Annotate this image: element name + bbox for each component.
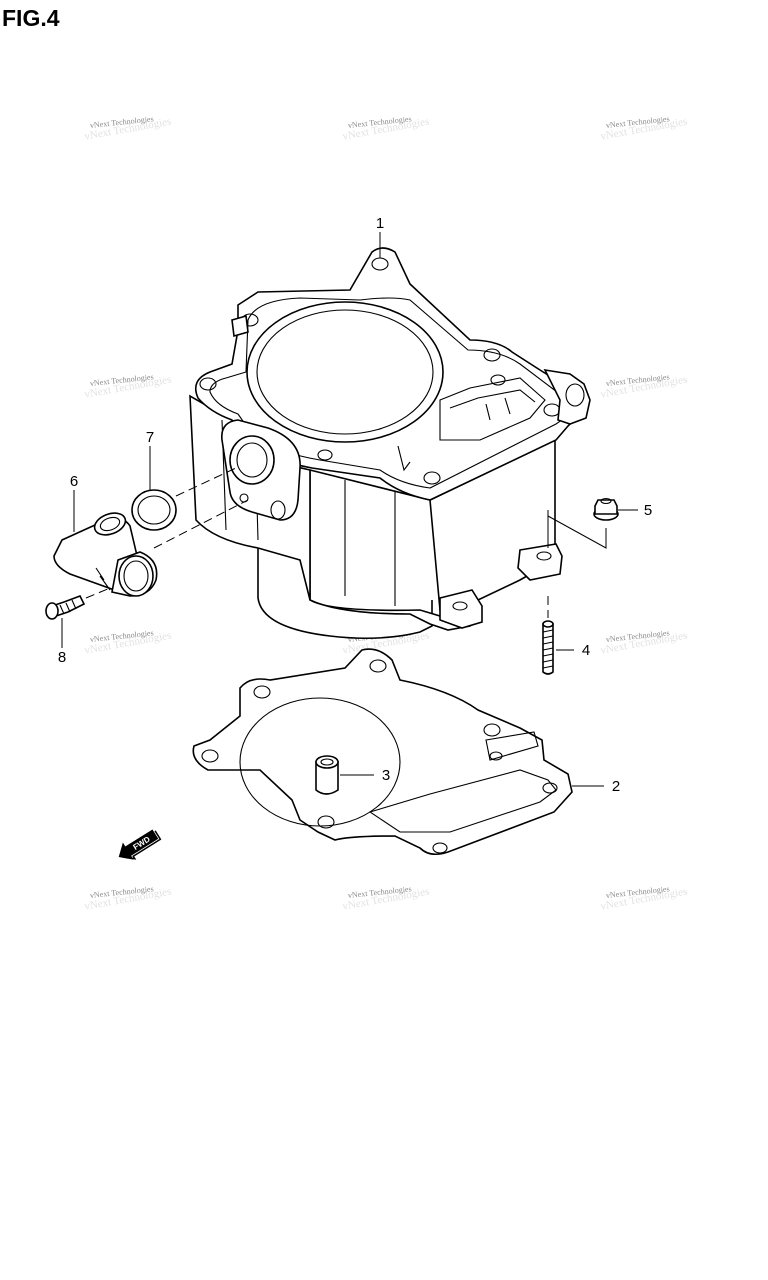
callout-number: 1 xyxy=(376,215,384,232)
callout-7: 7 xyxy=(146,429,154,490)
o-ring-part-7 xyxy=(131,489,177,531)
callout-5: 5 xyxy=(618,502,652,519)
dowel-pin-part-3 xyxy=(315,755,339,795)
watermark-12: vNext Technologies vNext Technologies xyxy=(600,884,689,912)
base-gasket-part-2 xyxy=(192,648,573,856)
callout-6: 6 xyxy=(70,473,78,532)
forward-arrow-icon: FWD xyxy=(118,829,162,860)
flange-nut-part-5 xyxy=(593,497,619,521)
callout-3: 3 xyxy=(340,767,390,784)
watermark-9: vNext Technologies vNext Technologies xyxy=(600,628,689,656)
callout-number: 4 xyxy=(582,642,590,659)
callout-number: 8 xyxy=(58,649,66,666)
callout-number: 3 xyxy=(382,767,390,784)
watermark-7: vNext Technologies vNext Technologies xyxy=(84,628,173,656)
callout-number: 5 xyxy=(644,502,652,519)
watermark-1: vNext Technologies vNext Technologies xyxy=(84,114,173,142)
stud-bolt-part-4 xyxy=(542,620,554,675)
watermark-11: vNext Technologies vNext Technologies xyxy=(342,884,431,912)
assembly-lines xyxy=(85,467,607,618)
watermark-3: vNext Technologies vNext Technologies xyxy=(600,114,689,142)
watermark-6: vNext Technologies vNext Technologies xyxy=(600,372,689,400)
watermark-2: vNext Technologies vNext Technologies xyxy=(342,114,431,142)
callout-8: 8 xyxy=(58,618,66,666)
water-inlet-pipe-part-6 xyxy=(53,512,158,597)
callout-1: 1 xyxy=(376,215,384,258)
bolt-part-8 xyxy=(45,594,86,620)
callout-number: 7 xyxy=(146,429,154,446)
figure-title: FIG.4 xyxy=(2,5,60,31)
callout-2: 2 xyxy=(572,778,620,795)
callout-4: 4 xyxy=(556,642,590,659)
callout-number: 6 xyxy=(70,473,78,490)
cylinder-part-1 xyxy=(189,247,591,640)
watermark-4: vNext Technologies vNext Technologies xyxy=(84,372,173,400)
watermark-10: vNext Technologies vNext Technologies xyxy=(84,884,173,912)
callout-number: 2 xyxy=(612,778,620,795)
